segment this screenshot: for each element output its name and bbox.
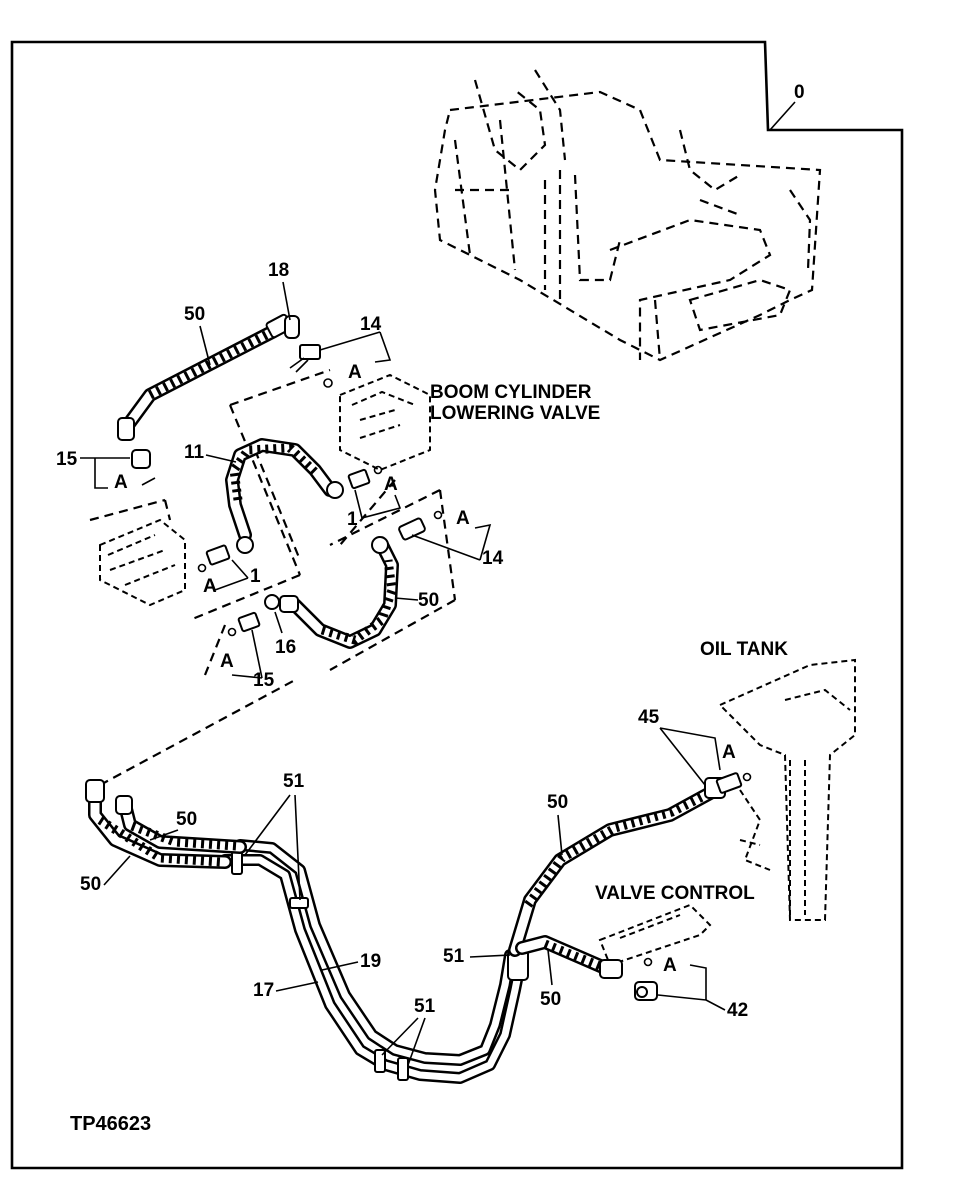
fitting-16 <box>264 594 280 610</box>
leader-0 <box>769 101 796 131</box>
callout-51-mid: 51 <box>443 946 465 967</box>
oil-tank <box>718 658 856 921</box>
hose-50-mid <box>279 536 399 649</box>
callout-50-left1: 50 <box>176 809 197 830</box>
left-valve-block <box>99 518 186 607</box>
callout-1-mid: 1 <box>347 509 358 530</box>
callout-0: 0 <box>794 82 805 103</box>
callout-A-right: A <box>456 508 470 529</box>
fitting-14-right <box>398 510 443 541</box>
callout-A-left: A <box>114 472 128 493</box>
tubes-17-19 <box>219 839 529 1084</box>
callout-A-mid: A <box>384 474 398 495</box>
callout-51-bot: 51 <box>414 996 436 1017</box>
hose-50-up <box>508 777 726 957</box>
diagram-frame <box>10 40 904 1170</box>
callout-15-left: 15 <box>56 449 78 470</box>
callout-50-left2: 50 <box>80 874 101 895</box>
callout-A-top: A <box>348 362 362 383</box>
callout-50-up: 50 <box>547 792 568 813</box>
callout-A-lower: A <box>203 576 217 597</box>
fitting-15-left <box>131 449 156 486</box>
hose-50-top <box>117 313 300 441</box>
machine-outline <box>433 69 822 362</box>
callout-19: 19 <box>360 951 381 972</box>
callout-51-top: 51 <box>283 771 305 792</box>
label-boom-line1: BOOM CYLINDER <box>430 382 592 403</box>
fitting-1-lower <box>197 544 231 573</box>
callout-18: 18 <box>268 260 289 281</box>
dashed-long <box>99 679 296 786</box>
callout-15-bottom: 15 <box>253 670 275 691</box>
dashed-connections <box>189 368 457 676</box>
callout-42: 42 <box>727 1000 748 1021</box>
fitting-45 <box>715 772 752 794</box>
callout-45: 45 <box>638 707 660 728</box>
callout-14-top: 14 <box>360 314 382 335</box>
label-boom-line2: LOWERING VALVE <box>430 403 600 424</box>
boom-valve-block <box>339 373 431 472</box>
callout-50-valve: 50 <box>540 989 561 1010</box>
callout-17: 17 <box>253 980 274 1001</box>
fitting-14-top <box>289 344 321 373</box>
callout-11: 11 <box>184 442 205 463</box>
label-oil-tank: OIL TANK <box>700 639 788 660</box>
fitting-1-mid <box>347 465 383 490</box>
callout-14-right: 14 <box>482 548 504 569</box>
drawing-id: TP46623 <box>70 1113 151 1135</box>
hoses-50-left <box>85 779 247 869</box>
callout-A-bottom: A <box>220 651 234 672</box>
fitting-42 <box>634 981 658 1001</box>
callout-A-valve: A <box>663 955 677 976</box>
valve-control-block <box>598 903 712 967</box>
callout-50-top: 50 <box>184 304 205 325</box>
label-valve-control: VALVE CONTROL <box>595 883 755 904</box>
callout-16: 16 <box>275 637 296 658</box>
hose-50-valve <box>515 935 623 979</box>
hose-11 <box>225 438 344 554</box>
fitting-15-bottom <box>227 611 261 637</box>
callout-50-mid: 50 <box>418 590 439 611</box>
callout-A-tank: A <box>722 742 736 763</box>
callout-1-lower: 1 <box>250 566 261 587</box>
